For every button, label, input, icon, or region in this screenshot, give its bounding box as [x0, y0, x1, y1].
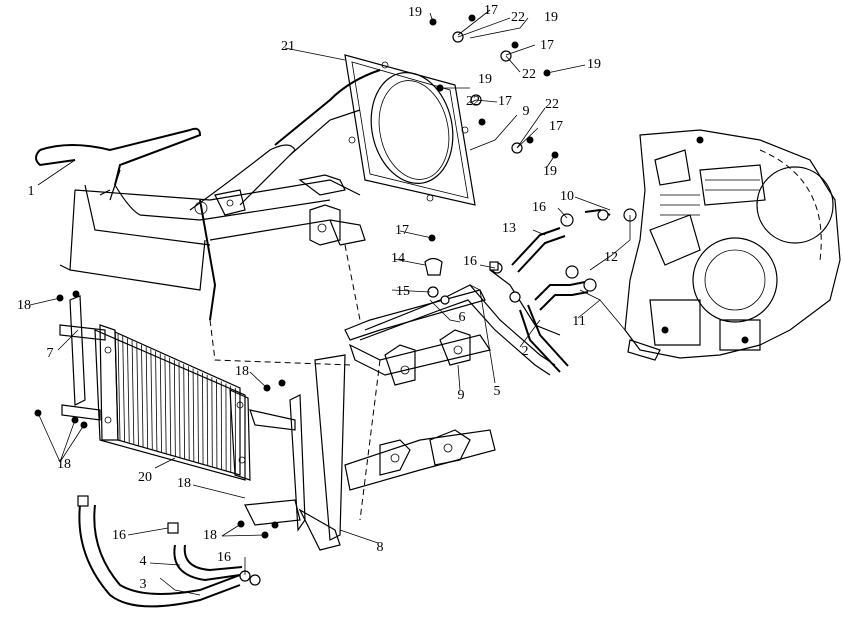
label-part-18-a: 18	[17, 298, 31, 313]
engine	[624, 129, 841, 361]
label-part-18-b: 18	[57, 457, 71, 472]
label-part-18-d: 18	[177, 476, 191, 491]
label-part-12: 12	[604, 250, 618, 265]
label-part-18-c: 18	[235, 364, 249, 379]
label-part-18-e: 18	[203, 528, 217, 543]
radiator-fin	[169, 357, 172, 455]
radiator-fin	[122, 336, 126, 442]
label-part-6: 6	[459, 310, 466, 325]
label-part-16-a: 16	[532, 200, 546, 215]
fan-shroud	[344, 54, 476, 206]
radiator-fin	[206, 374, 209, 466]
label-part-22-d: 22	[545, 97, 559, 112]
radiator-fin	[155, 351, 158, 451]
radiator	[94, 324, 251, 481]
frame	[35, 69, 381, 521]
radiator-fin	[145, 346, 149, 449]
label-part-19-b: 19	[544, 10, 558, 25]
radiator-fins	[117, 333, 241, 475]
label-part-1: 1	[28, 184, 35, 199]
leader-lines	[29, 9, 641, 596]
label-part-13: 13	[502, 221, 516, 236]
radiator-fin	[183, 364, 186, 459]
radiator-fin	[117, 333, 121, 441]
label-part-17-a: 17	[484, 3, 498, 18]
label-part-16-b: 16	[463, 254, 477, 269]
label-part-21: 21	[281, 39, 295, 54]
radiator-fin	[159, 353, 162, 453]
pipes	[359, 269, 561, 376]
label-part-19-e: 19	[543, 164, 557, 179]
label-part-11: 11	[572, 314, 585, 329]
radiator-fin	[136, 342, 139, 446]
label-part-7: 7	[47, 346, 54, 361]
label-part-9-top: 9	[523, 104, 530, 119]
label-part-14: 14	[391, 251, 405, 266]
radiator-fin	[131, 340, 135, 445]
radiator-fin	[150, 349, 153, 450]
label-part-17-c: 17	[498, 94, 512, 109]
radiator-fin	[178, 361, 181, 458]
label-part-22-a: 22	[511, 10, 525, 25]
radiator-fin	[126, 338, 130, 443]
radiator-fin	[202, 372, 204, 465]
part-labels: 1 2 3 4 5 6 7 8 9 9 10 11 12 13 14 15 16…	[17, 3, 618, 592]
hoses	[78, 208, 611, 608]
label-part-19-a: 19	[408, 5, 422, 20]
label-part-17-d: 17	[549, 119, 563, 134]
label-part-19-d: 19	[587, 57, 601, 72]
radiator-fin	[197, 370, 199, 463]
label-part-22-c: 22	[466, 94, 480, 109]
label-part-16-c: 16	[112, 528, 126, 543]
label-part-22-b: 22	[522, 67, 536, 82]
label-part-9-bottom: 9	[458, 388, 465, 403]
label-part-2: 2	[522, 344, 529, 359]
label-part-17-b: 17	[540, 38, 554, 53]
radiator-fin	[164, 355, 167, 454]
radiator-fin	[187, 366, 190, 461]
label-part-17-e: 17	[395, 223, 409, 238]
radiator-fin	[141, 344, 144, 447]
mount-brackets	[344, 289, 496, 491]
label-part-8: 8	[377, 540, 384, 555]
label-part-4: 4	[140, 554, 147, 569]
bracket-right	[244, 354, 346, 551]
label-part-10: 10	[560, 189, 574, 204]
radiator-fin	[173, 359, 176, 457]
label-part-20: 20	[138, 470, 152, 485]
label-part-3: 3	[140, 577, 147, 592]
label-part-5: 5	[494, 384, 501, 399]
radiator-fin	[192, 368, 195, 462]
label-part-19-c: 19	[478, 72, 492, 87]
label-part-16-d: 16	[217, 550, 231, 565]
label-part-15: 15	[396, 284, 410, 299]
